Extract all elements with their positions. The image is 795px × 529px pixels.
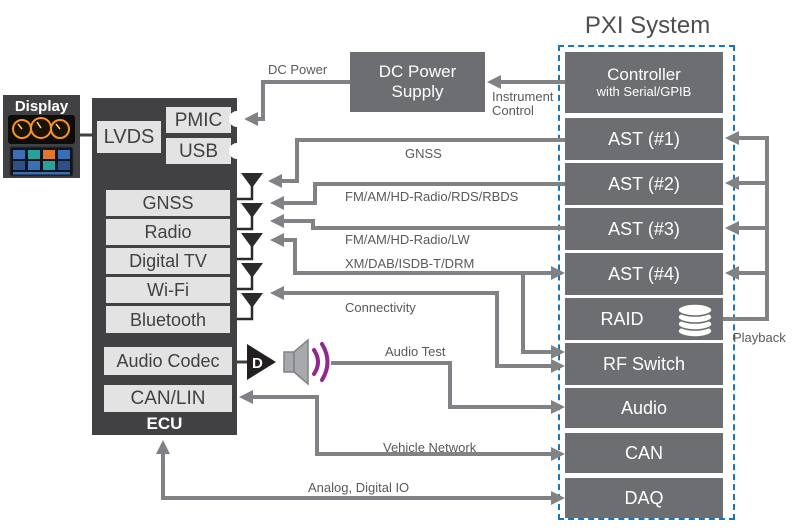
arrow-into-can-lin: [239, 390, 253, 404]
dc-power-supply-line2: Supply: [391, 82, 444, 101]
line-audio-test: [331, 361, 551, 409]
module-ast2: AST (#2): [565, 163, 723, 205]
chip-digital-tv: Digital TV: [106, 248, 230, 274]
chip-pmic: PMIC: [166, 107, 231, 133]
chip-radio: Radio: [106, 219, 230, 245]
module-rf-switch: RF Switch: [565, 343, 723, 385]
arrow-into-pmic: [244, 112, 258, 126]
module-can-label: CAN: [624, 442, 663, 463]
amplifier-triangle: [247, 344, 276, 380]
label-vehicle-network: Vehicle Network: [383, 440, 477, 455]
module-daq-label: DAQ: [624, 487, 664, 508]
chip-audio-codec: Audio Codec: [104, 347, 232, 375]
label-analog-digital-io: Analog, Digital IO: [308, 480, 410, 495]
chip-usb: USB: [166, 138, 231, 164]
chip-can-lin: CAN/LIN: [104, 385, 232, 412]
line-fm-lw: [284, 219, 565, 230]
label-xm-dab: XM/DAB/ISDB-T/DRM: [345, 256, 475, 271]
module-daq: DAQ: [565, 478, 723, 518]
chip-gnss: GNSS: [106, 190, 230, 216]
module-raid: RAID: [565, 298, 723, 340]
label-fm-am-hd-lw: FM/AM/HD-Radio/LW: [345, 232, 470, 247]
arrow-into-ecu-bottom: [156, 440, 170, 454]
amplifier-letter: D: [252, 355, 263, 372]
antenna-wifi-icon: [237, 263, 263, 291]
display-label: Display: [14, 98, 69, 115]
antenna-bluetooth-icon: [237, 293, 263, 321]
arrow-into-antenna5: [270, 286, 284, 300]
module-ast2-label: AST (#2): [608, 173, 680, 194]
label-instrument-control: Instrument Control: [492, 89, 554, 119]
chip-bluetooth: Bluetooth: [106, 306, 230, 333]
pxi-system-title: PXI System: [584, 12, 711, 39]
arrow-into-antenna2a: [270, 196, 284, 210]
label-audio-test: Audio Test: [385, 344, 446, 359]
antennas: [237, 173, 263, 321]
module-ast1-label: AST (#1): [608, 128, 680, 149]
amplifier-icon: D: [247, 344, 276, 380]
arrow-into-antenna3: [270, 233, 284, 247]
module-audio-label: Audio: [620, 397, 668, 418]
arrow-into-antenna1: [268, 174, 282, 188]
arrow-into-antenna2b: [270, 214, 284, 228]
ecu-label: ECU: [146, 414, 183, 433]
module-ast3-label: AST (#3): [608, 218, 680, 239]
module-can: CAN: [565, 433, 723, 473]
label-fm-am-hd-rds: FM/AM/HD-Radio/RDS/RBDS: [345, 189, 519, 204]
module-ast1: AST (#1): [565, 118, 723, 160]
chip-wifi: Wi-Fi: [106, 277, 230, 303]
label-connectivity: Connectivity: [345, 300, 416, 315]
line-dc-power: [258, 80, 350, 121]
module-ast3: AST (#3): [565, 208, 723, 250]
module-controller: Controller with Serial/GPIB: [565, 52, 723, 113]
line-ast4-rf-switch: [521, 275, 551, 354]
dc-power-supply-box: DC Power Supply: [350, 52, 485, 112]
label-playback: Playback: [733, 330, 786, 345]
chip-lvds: LVDS: [97, 121, 161, 153]
arrow-into-dc-supply: [487, 75, 501, 89]
module-ast4-label: AST (#4): [608, 263, 680, 284]
module-controller-sublabel: with Serial/GPIB: [596, 83, 692, 99]
antenna-digital-tv-icon: [237, 233, 263, 261]
dc-power-supply-line1: DC Power: [378, 61, 457, 81]
module-ast4: AST (#4): [565, 253, 723, 295]
label-gnss: GNSS: [405, 146, 442, 161]
module-rf-switch-label: RF Switch: [602, 353, 685, 374]
speaker-icon: [283, 338, 330, 386]
module-controller-label: Controller: [607, 65, 681, 85]
antenna-gnss-icon: [237, 173, 263, 201]
module-audio: Audio: [565, 388, 723, 428]
label-dc-power: DC Power: [268, 62, 328, 77]
module-raid-label: RAID: [600, 308, 644, 329]
antenna-radio-icon: [237, 203, 263, 231]
